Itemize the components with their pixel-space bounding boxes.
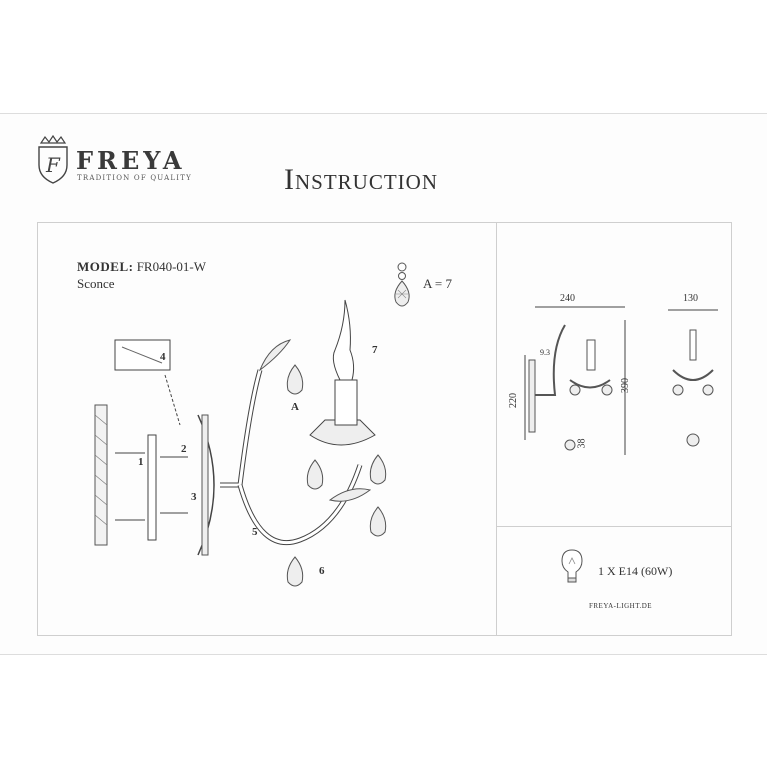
- front-view-drawing: [524, 306, 626, 455]
- crystal-pendant-icon: [394, 262, 410, 307]
- lamp-spec: 1 X E14 (60W): [598, 564, 673, 578]
- callout-6: 6: [319, 565, 325, 577]
- model-code: FR040-01-W: [136, 259, 207, 274]
- callout-2: 2: [181, 443, 187, 455]
- model-label: MODEL:: [77, 259, 134, 274]
- dim-drop: 38: [576, 438, 588, 449]
- callout-1: 1: [138, 456, 144, 468]
- logo-letter: F: [45, 153, 61, 177]
- assembly-drawing: [94, 299, 387, 587]
- brand-tagline: TRADITION OF QUALITY: [77, 174, 192, 182]
- website-link[interactable]: FREYA-LIGHT.DE: [589, 602, 653, 610]
- dim-width: 240: [560, 293, 575, 304]
- side-view-drawing: [668, 309, 718, 447]
- model-line: MODEL: FR040-01-W: [77, 259, 206, 275]
- dim-height: 390: [620, 378, 631, 393]
- dim-offset: 9.3: [540, 348, 550, 357]
- light-bulb-icon: [561, 549, 583, 583]
- part-a-label: A: [291, 401, 299, 413]
- instruction-sheet: [0, 113, 767, 655]
- callout-5: 5: [252, 526, 258, 538]
- dim-depth: 130: [683, 293, 698, 304]
- page-title: Instruction: [284, 163, 438, 196]
- brand-name: FREYA: [76, 146, 186, 175]
- callout-7: 7: [372, 344, 378, 356]
- lamp-spec-panel: [496, 526, 732, 636]
- callout-3: 3: [191, 491, 197, 503]
- dim-backplate: 220: [508, 393, 519, 408]
- product-type: Sconce: [77, 276, 115, 291]
- callout-4: 4: [160, 351, 166, 363]
- freya-crest-icon: F: [38, 134, 68, 184]
- crystal-count: A = 7: [423, 276, 453, 291]
